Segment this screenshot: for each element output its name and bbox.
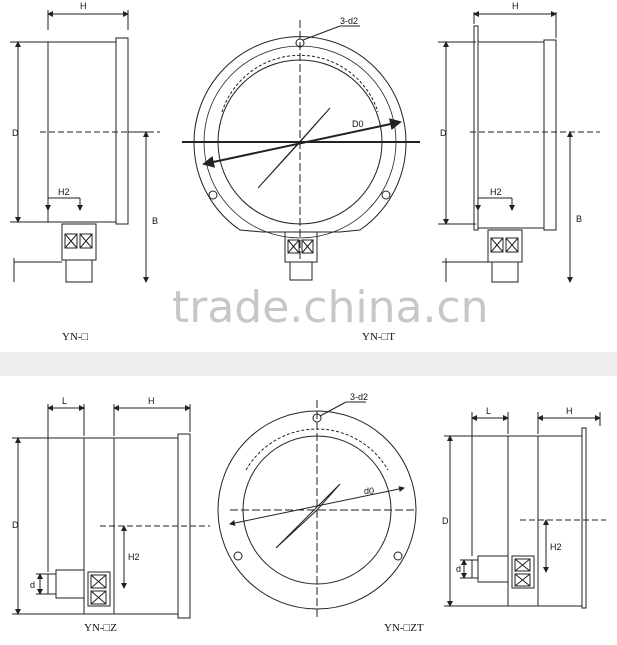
dim-label-h2-zt: H2 [550,542,562,552]
caption-yn-t: YN-□T [362,331,395,343]
dim-label-b-t: B [576,214,582,224]
dim-label-d-small-zt: d [456,564,461,574]
dim-label-d0: D0 [352,119,364,129]
dim-label-h-z: H [148,396,155,406]
dim-label-h-zt: H [566,406,573,416]
dim-label-d-z: D [12,520,19,530]
dim-label-l-zt: L [486,406,491,416]
dim-label-3d2-bottom: 3-d2 [350,392,368,402]
dim-label-h2-t: H2 [490,187,502,197]
dim-label-b: B [152,216,158,226]
caption-yn-z: YN-□Z [84,622,117,634]
dim-label-d-small-z: d [30,580,35,590]
dim-label-h2: H2 [58,187,70,197]
side-view-yn [10,10,160,283]
side-view-yn-z [12,404,210,619]
dim-label-d-t: D [440,128,447,138]
dim-label-d0-small: d0 [364,486,374,496]
caption-yn: YN-□ [62,331,89,343]
caption-yn-zt: YN-□ZT [384,622,424,634]
dim-label-h-t: H [512,1,519,11]
front-view-yn-zt [217,400,417,620]
front-view-yn-t [182,20,420,281]
side-view-yn-zt [444,412,606,609]
dim-label-h2-z: H2 [128,552,140,562]
dim-label-3d2-top: 3-d2 [340,16,358,26]
dim-label-d-zt: D [442,516,449,526]
dim-label-d: D [12,128,19,138]
dim-label-h: H [80,1,87,11]
watermark: trade.china.cn [172,282,489,333]
panel-separator [0,352,617,376]
dim-label-l-z: L [62,396,67,406]
side-view-yn-t [438,11,600,283]
